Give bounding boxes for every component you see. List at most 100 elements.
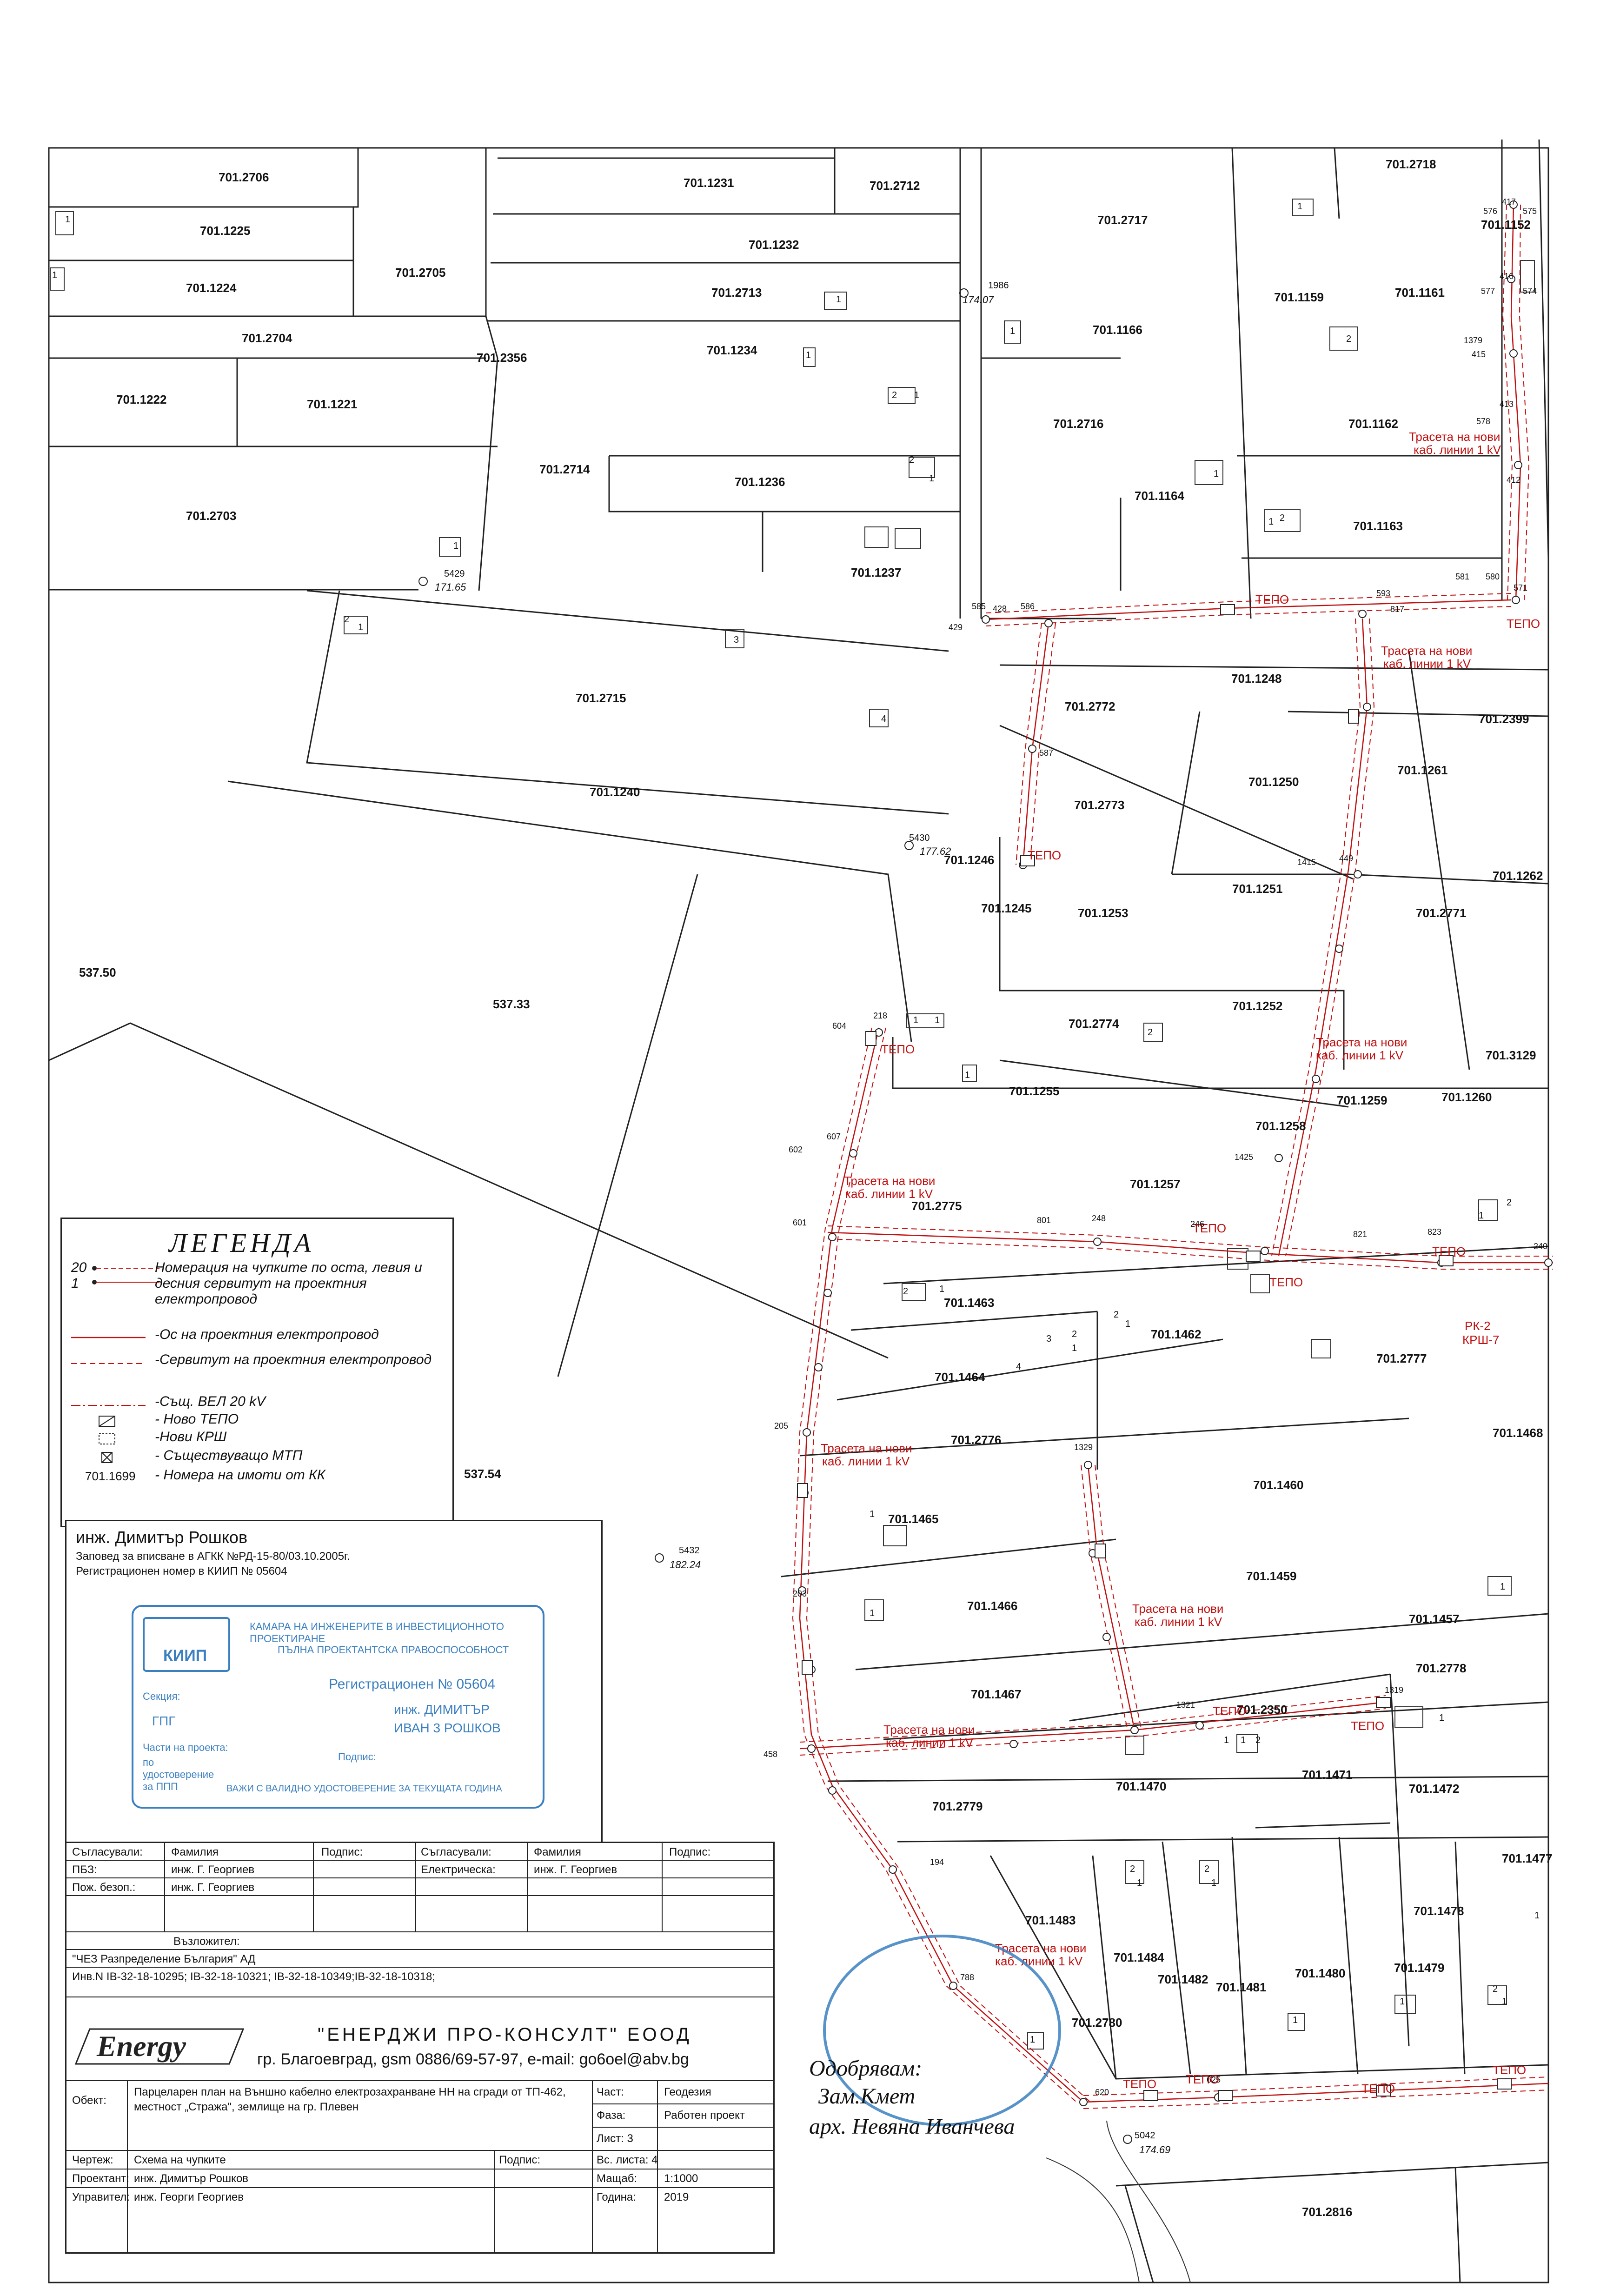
designer-reg: Регистрационен номер в КИИП № 05604 bbox=[76, 1565, 287, 1577]
svg-text:2: 2 bbox=[903, 1286, 908, 1297]
svg-text:701.2356: 701.2356 bbox=[477, 351, 527, 365]
svg-text:1: 1 bbox=[1479, 1211, 1484, 1221]
svg-text:174.69: 174.69 bbox=[1139, 2144, 1170, 2156]
svg-text:701.2716: 701.2716 bbox=[1053, 417, 1103, 431]
svg-text:701.2399: 701.2399 bbox=[1479, 712, 1529, 726]
svg-text:1: 1 bbox=[1214, 469, 1219, 479]
svg-text:625: 625 bbox=[1207, 2075, 1221, 2084]
legend-existing-line-symbol bbox=[71, 1405, 146, 1406]
svg-text:701.1162: 701.1162 bbox=[1348, 417, 1398, 431]
svg-text:701.1252: 701.1252 bbox=[1232, 999, 1282, 1013]
svg-text:701.1159: 701.1159 bbox=[1274, 290, 1324, 304]
title-block: Съгласували: Фамилия Подпис: Съгласували… bbox=[65, 1842, 775, 2254]
svg-text:1: 1 bbox=[870, 1509, 875, 1519]
svg-text:ТЕПО: ТЕПО bbox=[1432, 1244, 1466, 1258]
svg-text:Трасета на нови: Трасета на нови bbox=[1316, 1035, 1407, 1049]
svg-text:701.1465: 701.1465 bbox=[888, 1512, 938, 1526]
route-vertices bbox=[798, 200, 1553, 2106]
svg-text:701.1221: 701.1221 bbox=[307, 397, 357, 411]
legend: ЛЕГЕНДА 20 1 Номерация на чупките по ост… bbox=[60, 1218, 454, 1527]
svg-text:701.2772: 701.2772 bbox=[1065, 699, 1115, 713]
svg-text:ТЕПО: ТЕПО bbox=[1269, 1275, 1303, 1289]
svg-text:801: 801 bbox=[1037, 1216, 1051, 1225]
svg-text:701.1245: 701.1245 bbox=[981, 901, 1031, 915]
svg-text:701.1240: 701.1240 bbox=[590, 785, 640, 799]
legend-axis-symbol bbox=[71, 1337, 146, 1338]
svg-text:2: 2 bbox=[1114, 1310, 1119, 1320]
svg-text:1: 1 bbox=[1010, 326, 1015, 336]
svg-text:2: 2 bbox=[1493, 1984, 1498, 1994]
svg-text:701.1152: 701.1152 bbox=[1481, 218, 1531, 232]
svg-text:701.1477: 701.1477 bbox=[1502, 1851, 1552, 1865]
svg-text:2: 2 bbox=[1346, 334, 1351, 344]
svg-text:177.62: 177.62 bbox=[920, 845, 951, 857]
svg-text:ТЕПО: ТЕПО bbox=[1213, 1704, 1246, 1718]
svg-text:701.1480: 701.1480 bbox=[1295, 1966, 1345, 1980]
svg-text:701.1231: 701.1231 bbox=[684, 176, 734, 190]
elevation-labels: 1986 174.07 5429 171.65 5430 177.62 5432… bbox=[435, 280, 1170, 2156]
svg-text:429: 429 bbox=[949, 623, 963, 632]
svg-text:ТЕПО: ТЕПО bbox=[1351, 1719, 1384, 1733]
parcel-boundaries bbox=[48, 139, 1549, 2283]
svg-text:607: 607 bbox=[827, 1132, 841, 1141]
krsh-icon bbox=[99, 1433, 115, 1444]
svg-text:1: 1 bbox=[806, 350, 811, 360]
vertex-numbers: 576 417 575 416 574 577 1379 415 413 578… bbox=[764, 197, 1547, 2097]
svg-text:1319: 1319 bbox=[1385, 1685, 1403, 1695]
approval-line-2: Зам.Кмет bbox=[818, 2084, 916, 2109]
svg-text:701.1253: 701.1253 bbox=[1078, 906, 1128, 920]
svg-text:701.2718: 701.2718 bbox=[1386, 157, 1436, 171]
svg-text:701.1464: 701.1464 bbox=[935, 1370, 985, 1384]
client-label: Възложител: bbox=[173, 1935, 240, 1948]
svg-text:701.1262: 701.1262 bbox=[1493, 869, 1543, 883]
svg-text:701.1481: 701.1481 bbox=[1216, 1980, 1266, 1994]
svg-text:701.1459: 701.1459 bbox=[1246, 1569, 1296, 1583]
svg-text:701.2717: 701.2717 bbox=[1097, 213, 1148, 227]
svg-text:218: 218 bbox=[873, 1011, 887, 1020]
map-frame bbox=[48, 147, 1549, 2283]
svg-text:817: 817 bbox=[1390, 605, 1404, 614]
svg-text:1321: 1321 bbox=[1176, 1700, 1195, 1710]
svg-text:604: 604 bbox=[832, 1021, 846, 1031]
svg-text:2: 2 bbox=[1204, 1864, 1209, 1874]
svg-text:5042: 5042 bbox=[1135, 2130, 1155, 2141]
svg-text:701.1163: 701.1163 bbox=[1353, 519, 1403, 533]
svg-text:1: 1 bbox=[1502, 1997, 1507, 2007]
svg-text:каб. линии 1 kV: каб. линии 1 kV bbox=[1414, 443, 1501, 457]
svg-text:205: 205 bbox=[774, 1421, 788, 1431]
svg-text:2: 2 bbox=[892, 390, 897, 400]
svg-text:701.2771: 701.2771 bbox=[1416, 906, 1466, 920]
svg-text:1: 1 bbox=[1439, 1713, 1444, 1723]
svg-text:ТЕПО: ТЕПО bbox=[1507, 617, 1540, 631]
svg-text:ТЕПО: ТЕПО bbox=[1493, 2063, 1526, 2077]
svg-text:701.1225: 701.1225 bbox=[200, 224, 250, 238]
svg-text:5430: 5430 bbox=[909, 833, 930, 843]
svg-text:203: 203 bbox=[793, 1589, 807, 1598]
svg-text:701.3129: 701.3129 bbox=[1486, 1048, 1536, 1062]
kiip-stamp: КИИП КАМАРА НА ИНЖЕНЕРИТЕ В ИНВЕСТИЦИОНН… bbox=[132, 1605, 544, 1809]
svg-text:701.1246: 701.1246 bbox=[944, 853, 994, 867]
svg-text:412: 412 bbox=[1507, 475, 1520, 485]
svg-text:580: 580 bbox=[1486, 572, 1500, 581]
svg-text:3: 3 bbox=[1046, 1334, 1051, 1344]
object-description: Парцеларен план на Външно кабелно електр… bbox=[134, 2086, 566, 2113]
mtp-icon bbox=[101, 1452, 113, 1463]
svg-text:701.1250: 701.1250 bbox=[1248, 775, 1299, 789]
svg-text:1: 1 bbox=[1400, 1997, 1405, 2007]
approval-line-1: Одобрявам: bbox=[809, 2056, 923, 2081]
svg-text:701.1472: 701.1472 bbox=[1409, 1782, 1459, 1796]
svg-text:1: 1 bbox=[1241, 1735, 1246, 1745]
legend-title: ЛЕГЕНДА bbox=[169, 1228, 315, 1258]
svg-text:2: 2 bbox=[344, 614, 349, 625]
svg-text:701.1483: 701.1483 bbox=[1025, 1913, 1076, 1927]
svg-text:577: 577 bbox=[1481, 286, 1495, 296]
svg-text:3: 3 bbox=[734, 635, 739, 645]
svg-text:701.1467: 701.1467 bbox=[971, 1687, 1021, 1701]
svg-text:701.2776: 701.2776 bbox=[951, 1433, 1001, 1447]
svg-text:ТЕПО: ТЕПО bbox=[1361, 2082, 1395, 2096]
svg-text:701.2713: 701.2713 bbox=[711, 286, 762, 299]
svg-text:586: 586 bbox=[1021, 602, 1035, 611]
legend-vertex-symbol bbox=[92, 1266, 159, 1284]
svg-text:576: 576 bbox=[1483, 206, 1497, 216]
inventory-numbers: Инв.N IB-32-18-10295; IB-32-18-10321; IB… bbox=[72, 1970, 436, 1983]
